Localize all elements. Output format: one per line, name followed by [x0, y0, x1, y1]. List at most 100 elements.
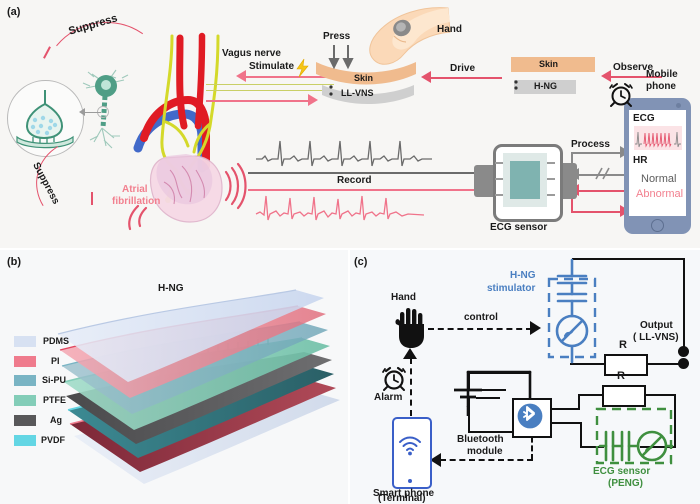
record-label: Record	[337, 175, 372, 186]
panel-a: (a) Suppress Suppress	[0, 0, 700, 248]
phone-home-button[interactable]	[651, 219, 664, 232]
hand-label-c: Hand	[391, 292, 416, 303]
ecg-sensor-slot-4	[547, 162, 555, 164]
drive-arrow-head	[421, 71, 431, 83]
hng-box-label: H-NG	[534, 81, 557, 91]
legend-label-pi: PI	[51, 356, 60, 366]
legend-swatch-ptfe	[14, 395, 36, 406]
observe-label: Observe	[613, 62, 654, 73]
nerve-lead-line-2	[206, 90, 334, 91]
observe-arrow-head	[601, 70, 611, 82]
smart-phone-home-button[interactable]	[408, 479, 412, 483]
panel-b-label: (b)	[7, 256, 22, 268]
mobile-phone-label-2: phone	[646, 81, 676, 92]
bt-to-phone-dashed-vertical	[531, 428, 533, 460]
resistor-2-label: R	[617, 370, 625, 382]
output-node-bottom	[678, 358, 689, 369]
record-arrow-grey-line	[248, 172, 480, 174]
control-label: control	[464, 312, 498, 323]
skin-band-curved	[316, 62, 416, 85]
legend-label-pdms: PDMS	[43, 336, 70, 346]
control-arrow-head	[530, 321, 541, 335]
phone-ecg-label: ECG	[633, 113, 655, 124]
ecg-loop-top-left-wire	[578, 394, 604, 397]
battery-icon	[454, 370, 532, 416]
ecg-sensor-label-1: ECG sensor	[593, 466, 651, 477]
ecg-loop-bottom-left-wire	[580, 446, 604, 449]
legend-swatch-ag	[14, 415, 36, 426]
ecg-loop-left-wire	[580, 422, 583, 448]
smart-phone-screen	[395, 425, 425, 477]
ecg-sensor-circuit-icon	[598, 430, 674, 462]
ecg-sensor-chip	[510, 161, 540, 199]
skin-box-label: Skin	[539, 59, 559, 69]
hng-layer-stack-illustration	[57, 289, 340, 484]
hng-electrode-dots-icon	[514, 80, 518, 90]
legend-label-ag: Ag	[50, 415, 62, 425]
phone-ecg-waveform	[634, 126, 682, 150]
ecg-waveform-normal	[256, 140, 432, 167]
ecg-loop-top-right-wire	[641, 394, 676, 397]
battery-bottom-wire	[468, 431, 512, 434]
phone-to-hand-dashed-line	[410, 358, 412, 416]
stimulate-arrow-line	[245, 76, 333, 78]
phone-camera-icon	[676, 103, 681, 108]
hand-illustration	[369, 7, 451, 65]
vagus-nerve-label: Vagus nerve	[222, 48, 281, 59]
wifi-icon	[399, 436, 421, 456]
lightning-bolt-icon	[296, 58, 309, 78]
stimulator-bottom-wire	[570, 363, 606, 366]
stimulate-label: Stimulate	[249, 61, 295, 72]
llvns-label: LL-VNS	[341, 88, 374, 98]
hng-box	[514, 80, 576, 94]
legend-label-sipu: Si-PU	[42, 375, 67, 385]
record-arrow-red-line	[248, 189, 480, 191]
process-line-horizontal	[571, 152, 623, 154]
drive-label: Drive	[450, 63, 476, 74]
feedback-arrow-head	[308, 94, 318, 106]
legend-label-pvdf: PVDF	[41, 435, 66, 445]
heart-vagus-illustration	[128, 32, 247, 231]
ecg-sensor-slot-5	[547, 178, 555, 180]
ecg-loop-bottom-right-wire	[640, 446, 676, 449]
nerve-lead-line-1	[206, 84, 334, 85]
output-label-1: Output	[640, 320, 673, 331]
phone-hr-abnormal: Abnormal	[636, 188, 684, 200]
ecg-sensor-slot-6	[547, 194, 555, 196]
skin-box	[511, 57, 595, 72]
alarm-clock-icon-c	[382, 366, 406, 391]
neuron-icon	[82, 69, 129, 149]
smart-phone-label-2: (Terminal)	[378, 493, 426, 504]
stimulate-arrow-head	[236, 70, 246, 82]
control-dashed-line	[428, 328, 532, 330]
process-label: Process	[571, 139, 610, 150]
phone-hr-label: HR	[633, 155, 648, 166]
press-label: Press	[323, 31, 351, 42]
resistor-1-right-wire	[643, 363, 683, 366]
legend-swatch-pi	[14, 356, 36, 367]
ecg-sensor-slot-2	[495, 178, 503, 180]
hand-label: Hand	[437, 24, 462, 35]
synapse-icon	[16, 90, 74, 149]
phone-to-sensor-grey-line	[577, 174, 624, 176]
press-down-arrows-icon	[328, 45, 354, 70]
legend-swatch-sipu	[14, 375, 36, 386]
sensor-bottom-red-vertical	[571, 198, 573, 212]
legend-swatch-pvdf	[14, 435, 36, 446]
skin-band-label: Skin	[354, 73, 374, 83]
sensor-bottom-red-horizontal	[571, 211, 623, 213]
mobile-phone-label-1: Mobile	[646, 69, 678, 80]
ecg-sensor-dashed-box	[595, 407, 673, 465]
alarm-clock-icon	[609, 83, 633, 107]
hand-icon	[395, 308, 424, 348]
phone-to-sensor-red-line	[577, 190, 624, 192]
hng-stimulator-label-2: stimulator	[487, 283, 536, 294]
atrial-fib-label-2: fibrillation	[112, 196, 161, 207]
drive-arrow-line	[430, 77, 502, 79]
atrial-fib-label-1: Atrial	[122, 184, 148, 195]
suppress-tbar-bottom	[91, 192, 93, 205]
panel-c-label: (c)	[354, 256, 368, 268]
bluetooth-icon	[517, 403, 543, 429]
legend-label-ptfe: PTFE	[43, 395, 67, 405]
